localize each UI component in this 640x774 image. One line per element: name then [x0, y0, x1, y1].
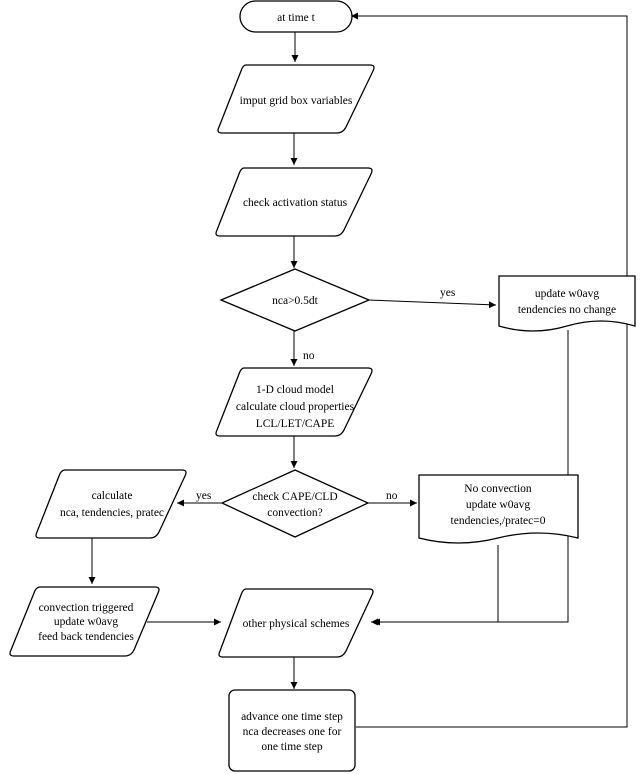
no-convection-node: No convection update w0avg tendencies,/p… — [418, 474, 579, 544]
arrow-nca-yes — [367, 299, 497, 309]
edge-label-cape-no: no — [386, 490, 398, 502]
cape-decision-node: check CAPE/CLD convection? — [220, 469, 370, 538]
physical-schemes-node: other physical schemes — [218, 588, 374, 658]
cloud-model-line2: calculate cloud properties — [236, 401, 355, 413]
convection-triggered-line3: feed back tendencies — [38, 631, 134, 643]
cape-decision-line2: convection? — [267, 507, 323, 519]
physical-schemes-label: other physical schemes — [243, 618, 350, 630]
start-terminal: at time t — [239, 0, 353, 33]
nca-decision-label: nca>0.5dt — [272, 295, 319, 307]
cloud-model-node: 1-D cloud model calculate cloud properti… — [215, 367, 373, 437]
update-no-change-node: update w0avg tendencies no change — [498, 275, 636, 332]
edge-label-nca-no: no — [303, 350, 315, 362]
cape-decision-line1: check CAPE/CLD — [252, 491, 337, 503]
calculate-node: calculate nca, tendencies, pratec — [35, 469, 187, 539]
arrow-nochange-to-physics — [371, 330, 569, 626]
advance-time-step-node: advance one time step nca decreases one … — [228, 689, 356, 772]
no-convection-line3: tendencies,/pratec=0 — [451, 515, 546, 527]
start-label: at time t — [277, 12, 315, 24]
update-no-change-line2: tendencies no change — [518, 304, 616, 316]
advance-line1: advance one time step — [241, 711, 343, 723]
edge-label-nca-yes: yes — [440, 287, 456, 299]
convection-triggered-node: convection triggered update w0avg feed b… — [9, 586, 160, 657]
convection-triggered-line2: update w0avg — [54, 616, 118, 628]
cloud-model-line3: LCL/LET/CAPE — [256, 418, 335, 430]
input-variables-node: imput grid box variables — [217, 64, 375, 134]
connectors — [88, 12, 628, 728]
input-variables-label: imput grid box variables — [240, 95, 353, 107]
no-convection-line1: No convection — [464, 483, 532, 495]
edge-label-cape-yes: yes — [196, 490, 212, 502]
arrow-loop-back-to-start — [351, 12, 628, 728]
check-activation-node: check activation status — [215, 167, 373, 237]
nca-decision-node: nca>0.5dt — [219, 268, 371, 332]
advance-line3: one time step — [261, 741, 323, 753]
advance-line2: nca decreases one for — [243, 726, 342, 738]
calculate-line2: nca, tendencies, pratec — [60, 507, 164, 519]
cloud-model-line1: 1-D cloud model — [256, 384, 334, 396]
check-activation-label: check activation status — [243, 197, 348, 209]
update-no-change-line1: update w0avg — [535, 288, 599, 300]
calculate-line1: calculate — [92, 490, 133, 502]
no-convection-line2: update w0avg — [466, 499, 530, 511]
arrow-noconv-to-physics — [373, 545, 499, 626]
convection-triggered-line1: convection triggered — [39, 602, 134, 614]
